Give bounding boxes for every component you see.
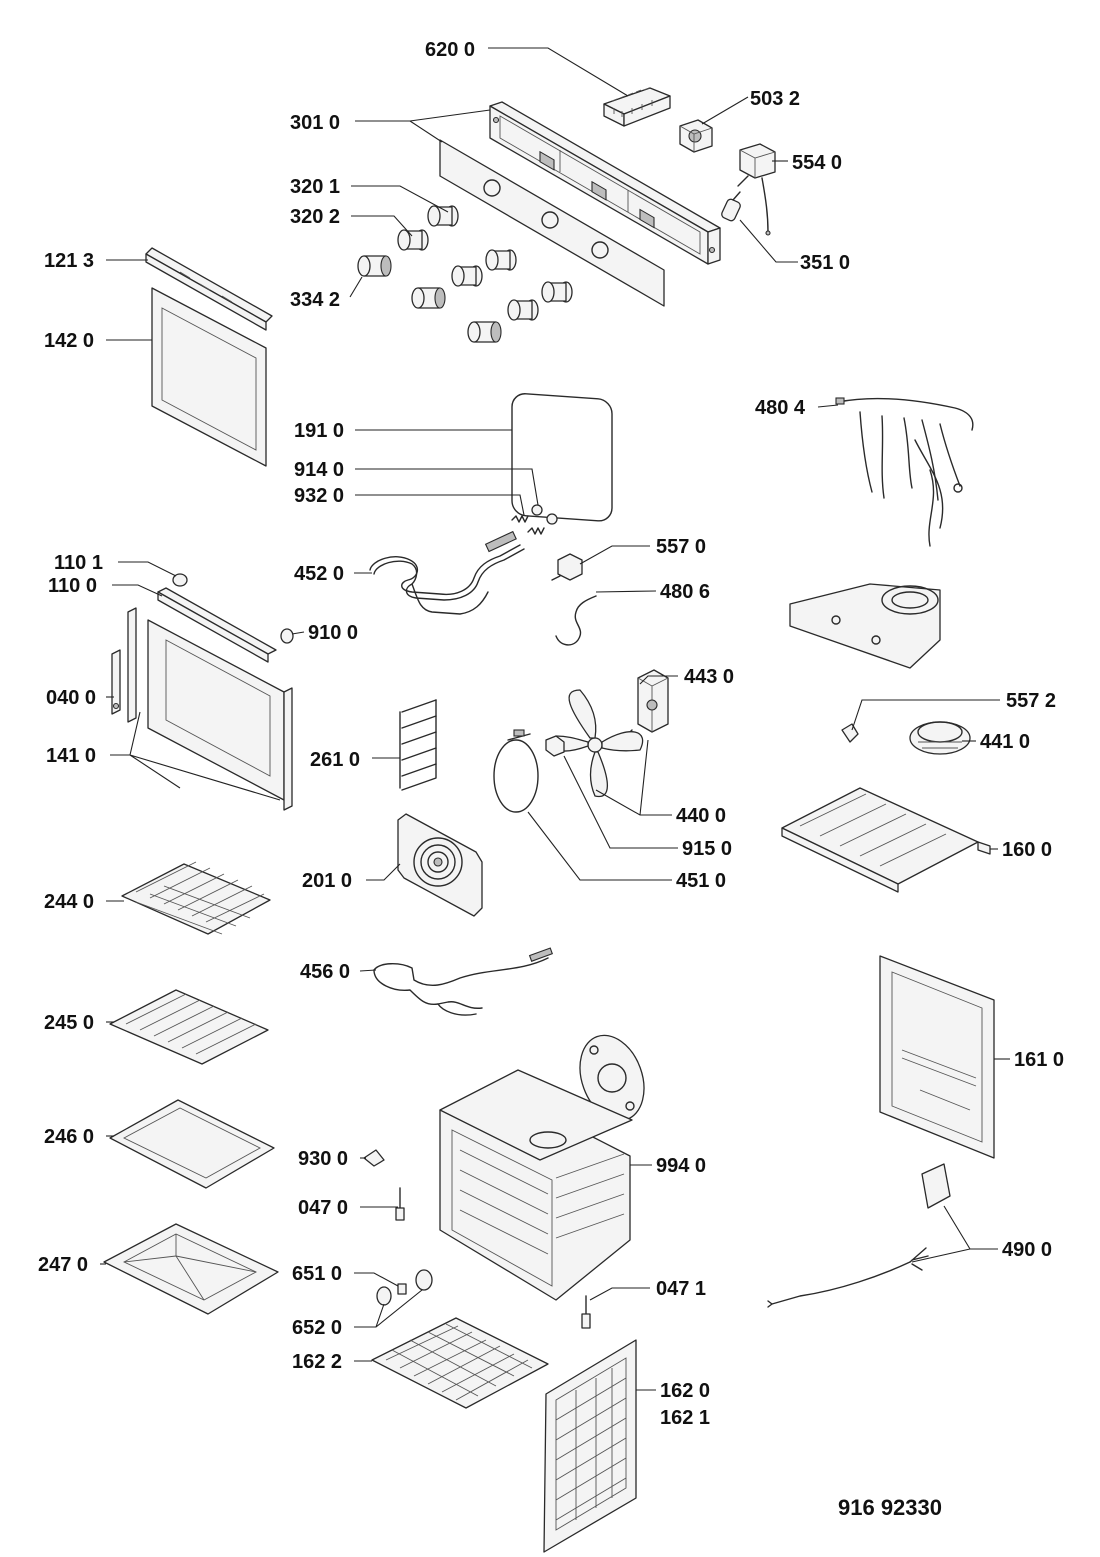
side-shelf-rack-part (399, 699, 437, 791)
part-label: 142 0 (44, 330, 94, 352)
part-label: 651 0 (292, 1263, 342, 1285)
nuts-springs-part (511, 504, 558, 535)
spindle-pin-part (721, 191, 741, 222)
thermal-cutout-part (551, 553, 583, 581)
part-label: 441 0 (980, 731, 1030, 753)
part-label: 161 0 (1014, 1049, 1064, 1071)
part-label: 047 1 (656, 1278, 706, 1300)
part-label: 915 0 (682, 838, 732, 860)
part-label: 910 0 (308, 622, 358, 644)
selector-switch-part (679, 119, 713, 153)
door-trim-parts (157, 573, 294, 663)
outer-door-glass-part (151, 287, 267, 467)
part-label: 201 0 (302, 870, 352, 892)
rear-fan-cover-part (397, 813, 483, 917)
part-label: 110 1 (54, 552, 103, 574)
part-label: 443 0 (684, 666, 734, 688)
probe-clip-part (581, 1295, 591, 1329)
knob-bushings-part (357, 205, 573, 343)
part-label: 040 0 (46, 687, 96, 709)
door-gasket-part (511, 393, 613, 522)
cooling-fan-parts (841, 721, 971, 755)
top-heating-element-part (369, 530, 525, 615)
part-label: 480 6 (660, 581, 710, 603)
part-label: 554 0 (792, 152, 842, 174)
back-panel-part (879, 955, 995, 1159)
part-label: 320 2 (290, 206, 340, 228)
inner-door-assembly-part (111, 607, 293, 811)
part-label: 162 2 (292, 1351, 342, 1373)
part-label: 994 0 (656, 1155, 706, 1177)
part-label: 490 0 (1002, 1239, 1052, 1261)
part-label: 620 0 (425, 39, 475, 61)
power-cable-part (767, 1163, 951, 1308)
part-label: 930 0 (298, 1148, 348, 1170)
bottom-liner-part (371, 1317, 549, 1409)
part-label: 320 1 (290, 176, 340, 198)
leader-lines (100, 47, 1010, 1391)
part-label: 110 0 (48, 575, 97, 597)
tangential-fan-housing-part (789, 583, 941, 669)
part-label: 557 2 (1006, 690, 1056, 712)
part-label: 334 2 (290, 289, 340, 311)
part-label: 480 4 (755, 397, 806, 419)
top-cover-part (781, 787, 991, 893)
part-label: 160 0 (1002, 839, 1052, 861)
part-label: 451 0 (676, 870, 726, 892)
part-label: 456 0 (300, 961, 350, 983)
terminal-block-part (603, 87, 671, 127)
baking-tray-part (109, 1099, 275, 1189)
circular-heating-element-part (493, 729, 539, 813)
part-label: 162 1 (660, 1407, 710, 1429)
deep-tray-part (103, 1223, 279, 1315)
sensor-wire-part (555, 595, 597, 646)
part-labels: 620 0 503 2 301 0 554 0 320 1 320 2 351 … (38, 39, 1064, 1520)
wire-grid-part (121, 861, 271, 935)
bottom-heating-element-part (373, 947, 554, 1016)
control-panel-glass-part (439, 139, 665, 307)
part-label: 244 0 (44, 891, 94, 913)
part-label: 261 0 (310, 749, 360, 771)
part-label: 932 0 (294, 485, 344, 507)
door-top-profile-part (145, 247, 273, 331)
part-label: 652 0 (292, 1317, 342, 1339)
part-label: 141 0 (46, 745, 96, 767)
part-label: 351 0 (800, 252, 850, 274)
part-label: 047 0 (298, 1197, 348, 1219)
small-clip-parts (363, 1149, 405, 1221)
part-label: 914 0 (294, 459, 344, 481)
fan-impeller-part (551, 689, 644, 798)
part-label: 191 0 (294, 420, 344, 442)
part-label: 503 2 (750, 88, 800, 110)
wiring-harness-part (835, 397, 974, 547)
part-label: 247 0 (38, 1254, 88, 1276)
part-label: 246 0 (44, 1126, 94, 1148)
fan-nut-part (545, 735, 565, 757)
control-panel-frame-part (489, 101, 721, 265)
document-number: 916 92330 (838, 1495, 942, 1520)
oven-lamp-parts (376, 1269, 433, 1306)
thermostat-part (737, 143, 776, 236)
part-label: 440 0 (676, 805, 726, 827)
part-label: 301 0 (290, 112, 340, 134)
part-label: 452 0 (294, 563, 344, 585)
fan-motor-part (621, 669, 669, 741)
enamel-tray-part (109, 989, 269, 1065)
part-label: 557 0 (656, 536, 706, 558)
part-label: 245 0 (44, 1012, 94, 1034)
side-liner-part (543, 1339, 637, 1553)
oven-cavity-part (439, 1069, 633, 1301)
part-label: 121 3 (44, 250, 94, 272)
part-label: 162 0 (660, 1380, 710, 1402)
